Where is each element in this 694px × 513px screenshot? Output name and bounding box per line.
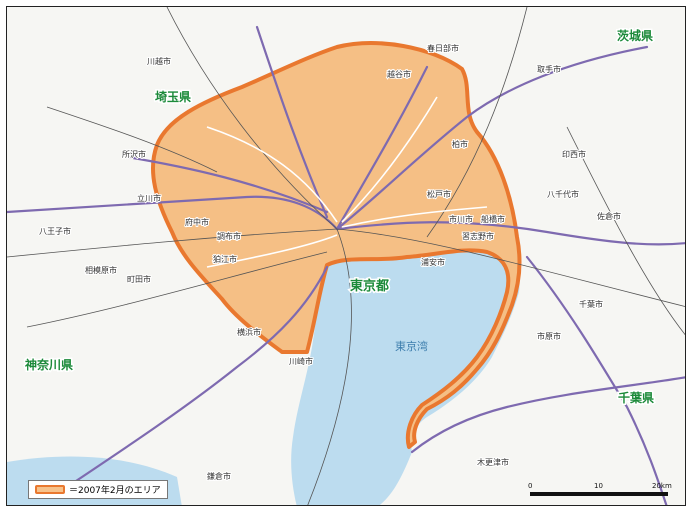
city-label-toride: 取手市: [537, 64, 561, 74]
expressways: [206, 96, 488, 268]
city-label-hachioji: 八王子市: [39, 226, 71, 236]
city-label-kawasaki: 川崎市: [289, 356, 313, 366]
city-label-kashiwa: 柏市: [452, 139, 468, 149]
prefecture-label-chiba: 千葉県: [618, 390, 654, 405]
city-label-kamakura: 鎌倉市: [207, 471, 231, 481]
tokyo-bay: [291, 246, 520, 505]
map-svg: 茨城県 埼玉県 東京都 神奈川県 千葉県 東京湾 川越市 所沢市 八王子市 立川…: [7, 7, 685, 505]
map-legend: ＝2007年2月のエリア: [28, 480, 168, 499]
service-area-2007: [150, 41, 522, 449]
city-label-narashino: 習志野市: [462, 231, 494, 241]
city-label-sakura: 佐倉市: [597, 211, 621, 221]
city-label-machida: 町田市: [127, 274, 151, 284]
city-label-ichikawa: 市川市: [449, 214, 473, 224]
city-label-inzai: 印西市: [562, 149, 586, 159]
prefecture-label-saitama: 埼玉県: [155, 89, 191, 104]
city-label-yachiyo: 八千代市: [547, 189, 579, 199]
scale-bar: 0 10 20km: [528, 482, 672, 502]
prefecture-label-kanagawa: 神奈川県: [25, 357, 73, 372]
scale-tick-10: 10: [594, 482, 603, 490]
map-canvas[interactable]: 茨城県 埼玉県 東京都 神奈川県 千葉県 東京湾 川越市 所沢市 八王子市 立川…: [6, 6, 686, 506]
city-label-kawagoe: 川越市: [147, 56, 171, 66]
scale-tick-0: 0: [528, 482, 533, 490]
city-label-ichihara: 市原市: [537, 331, 561, 341]
city-label-chiba-city: 千葉市: [579, 299, 603, 309]
city-label-kasukabe: 春日部市: [427, 43, 459, 53]
tokyo-bay-label: 東京湾: [395, 339, 428, 353]
city-label-funabashi: 船橋市: [481, 214, 505, 224]
city-label-fuchu: 府中市: [185, 217, 209, 227]
city-label-matsudo: 松戸市: [427, 189, 451, 199]
city-label-kisarazu: 木更津市: [477, 457, 509, 467]
city-label-tokorozawa: 所沢市: [122, 149, 146, 159]
city-label-komae: 狛江市: [213, 254, 237, 264]
city-label-sagamihara: 相模原市: [85, 265, 117, 275]
legend-label: ＝2007年2月のエリア: [69, 486, 161, 496]
prefecture-label-ibaraki: 茨城県: [617, 28, 653, 43]
legend-swatch-area: [35, 485, 65, 494]
city-label-urayasu: 浦安市: [421, 257, 445, 267]
scale-bar-line: [530, 492, 668, 496]
city-label-tachikawa: 立川市: [137, 193, 161, 203]
scale-tick-20km: 20km: [652, 482, 672, 490]
road-network: [7, 25, 685, 505]
city-label-koshigaya: 越谷市: [387, 69, 411, 79]
city-label-yokohama: 横浜市: [237, 327, 261, 337]
city-label-chofu: 調布市: [217, 231, 241, 241]
prefecture-label-tokyo: 東京都: [350, 278, 389, 294]
